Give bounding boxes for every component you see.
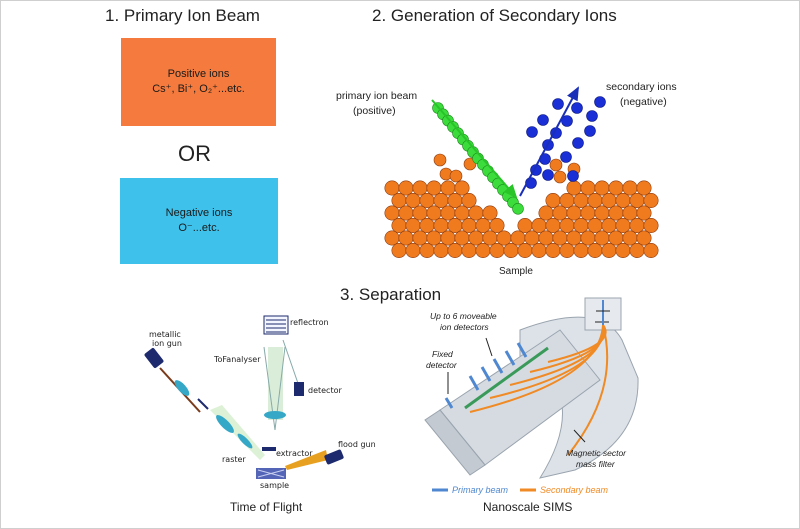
sample-atoms — [384, 153, 659, 259]
secondary-ions-label: secondary ions — [606, 81, 677, 93]
moveable-detectors-label-2: ion detectors — [440, 322, 489, 332]
sputtered-atom — [553, 170, 567, 184]
tof-flight-tube — [263, 346, 286, 431]
reflectron-icon — [263, 315, 289, 335]
magnetic-sector-label-2: mass filter — [576, 459, 615, 469]
metallic-ion-gun-icon — [144, 348, 209, 413]
sample-atom — [461, 193, 477, 209]
flood-gun-icon — [285, 449, 344, 470]
tof-detector-icon — [282, 339, 304, 396]
secondary-ion — [572, 137, 584, 149]
secondary-ion — [584, 125, 596, 137]
sample-atom — [636, 230, 652, 246]
tof-sample-label: sample — [260, 481, 290, 490]
negative-ions-examples: O⁻...etc. — [178, 222, 220, 234]
secondary-ion — [561, 115, 573, 127]
moveable-detectors — [468, 342, 528, 391]
secondary-ion — [526, 126, 538, 138]
raster-beam — [210, 405, 265, 460]
detector-rail — [464, 346, 549, 410]
secondary-ion — [567, 170, 579, 182]
metallic-ion-gun-label: metallic — [149, 330, 181, 339]
sputtered-atom — [549, 158, 563, 172]
secondary-ion — [594, 96, 606, 108]
sample-atom — [643, 193, 659, 209]
flood-gun-label: flood gun — [338, 440, 376, 449]
separation-title: 3. Separation — [340, 285, 442, 304]
fixed-detector-label-2: detector — [426, 360, 457, 370]
primary-ion — [512, 203, 524, 215]
sample-atom — [636, 205, 652, 221]
secondary-beam-paths — [469, 324, 609, 456]
secondary-ion — [537, 114, 549, 126]
secondary-ion — [586, 110, 598, 122]
moveable-detectors-label: Up to 6 moveable — [430, 311, 497, 321]
secondary-ion — [571, 102, 583, 114]
secondary-ion — [560, 151, 572, 163]
primary-beam-label: primary ion beam — [336, 90, 418, 102]
negative-ions-box: Negative ions O⁻...etc. — [120, 178, 278, 264]
sputtered-atom — [449, 169, 463, 183]
sample-atom — [643, 218, 659, 234]
raster-label: raster — [222, 455, 246, 464]
nanoscale-sims-caption: Nanoscale SIMS — [483, 500, 573, 514]
generation-title: 2. Generation of Secondary Ions — [372, 6, 617, 25]
secondary-beam-arrow — [519, 86, 579, 197]
magnet-pointer — [573, 429, 586, 443]
secondary-ion — [552, 98, 564, 110]
time-of-flight-caption: Time of Flight — [230, 500, 303, 514]
detector-label: detector — [308, 386, 342, 395]
metallic-ion-gun-label-2: ion gun — [152, 339, 182, 348]
sample-label: Sample — [499, 266, 533, 277]
negative-ions-label: Negative ions — [165, 207, 233, 220]
sample-atom — [489, 218, 505, 234]
or-label: OR — [178, 141, 211, 166]
secondary-ion — [542, 169, 554, 181]
sample-atom — [482, 205, 498, 221]
primary-ion-beam-title: 1. Primary Ion Beam — [105, 6, 260, 25]
secondary-ions-charge: (negative) — [620, 96, 667, 108]
fixed-detector — [444, 397, 454, 409]
moveable-pointer — [485, 337, 493, 357]
reflectron-label: reflectron — [290, 318, 329, 327]
positive-ions-box: Positive ions Cs⁺, Bi⁺, O₂⁺...etc. — [121, 38, 276, 126]
positive-ions-label: Positive ions — [167, 68, 230, 81]
sample-atom — [643, 243, 659, 259]
sample-atom — [636, 180, 652, 196]
fixed-detector-label: Fixed — [432, 349, 453, 359]
primary-beam-arrow — [431, 99, 518, 199]
tof-sample-icon — [256, 468, 286, 479]
extractor-label: extractor — [276, 449, 313, 458]
extractor-icon — [262, 447, 276, 451]
sample-atom — [454, 180, 470, 196]
sputtered-atom — [433, 153, 447, 167]
aperture — [197, 398, 209, 410]
positive-ions-examples: Cs⁺, Bi⁺, O₂⁺...etc. — [152, 83, 245, 95]
tof-analyser-label: ToFanalyser — [214, 355, 261, 364]
legend-primary-beam: Primary beam — [452, 485, 509, 495]
primary-beam-charge: (positive) — [353, 105, 396, 117]
magnetic-sector-label: Magnetic sector — [566, 448, 626, 458]
legend-secondary-beam: Secondary beam — [540, 485, 609, 495]
